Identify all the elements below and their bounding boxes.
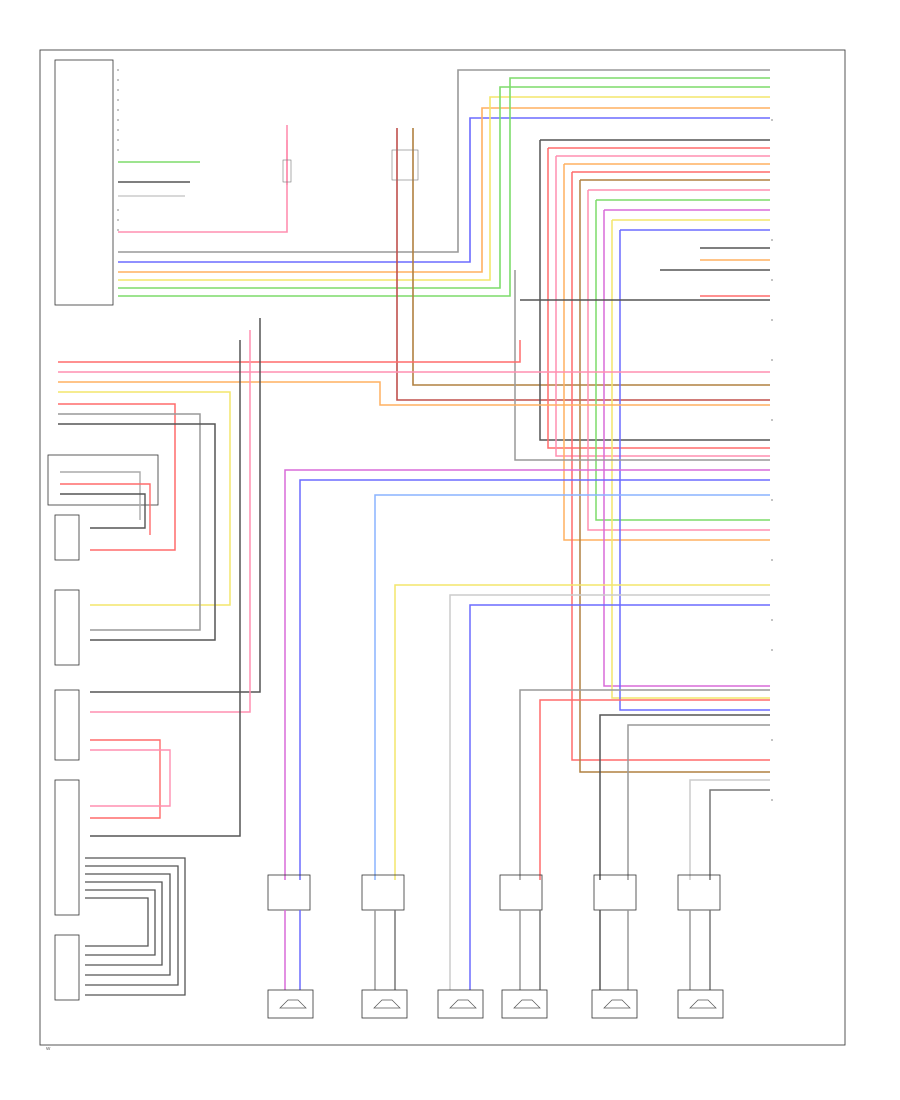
wire-drops: [514, 140, 770, 773]
audio-module: [54, 514, 80, 561]
lower-module: [54, 779, 80, 1001]
antenna-unit: [54, 689, 80, 761]
speaker-6: [677, 989, 724, 1019]
speaker-cone-icon: [513, 999, 541, 1009]
speaker-4: [501, 989, 548, 1019]
speaker-cone-icon: [279, 999, 307, 1009]
amplifier-4: [593, 874, 637, 911]
top-connector-b: [391, 128, 770, 401]
wire-bundle-right: [540, 139, 770, 297]
lower-harness: [85, 857, 186, 996]
central-module: [54, 59, 114, 306]
connector-left-wires: [60, 471, 171, 819]
speaker-cone-icon: [373, 999, 401, 1009]
amp-to-speaker-wires: [284, 910, 711, 990]
amplifier-1: [267, 874, 311, 911]
diagram-frame: [39, 49, 846, 1046]
speaker-cone-icon: [449, 999, 477, 1009]
wire-bundle-top: [118, 69, 770, 297]
footer-label: W: [46, 1046, 51, 1051]
connector-left: [47, 454, 159, 506]
speaker-1: [267, 989, 314, 1019]
top-connector-a: [282, 125, 292, 185]
speaker-cone-icon: [689, 999, 717, 1009]
amplifier-5: [677, 874, 721, 911]
amplifier-2: [361, 874, 405, 911]
sub-unit: [54, 589, 80, 666]
speaker-2: [361, 989, 408, 1019]
speaker-cone-icons: [279, 999, 717, 1009]
speaker-5: [591, 989, 638, 1019]
speaker-3: [437, 989, 484, 1019]
amplifier-3: [499, 874, 543, 911]
wire-bundle-left: [58, 318, 770, 837]
right-connector-pins: [771, 119, 773, 801]
speaker-feed-wires: [284, 469, 770, 990]
speaker-cone-icon: [603, 999, 631, 1009]
central-module-pins: [117, 69, 119, 231]
